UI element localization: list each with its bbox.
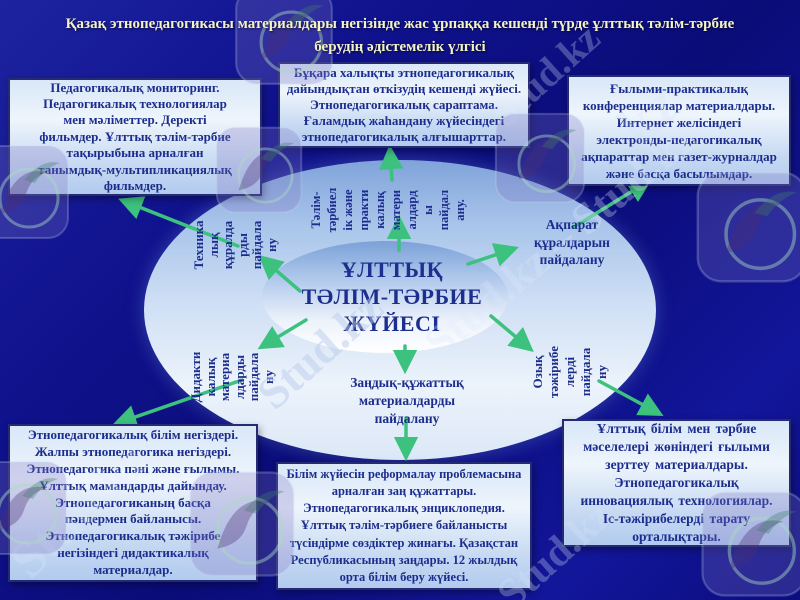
central-title-line1: ҰЛТТЫҚ [340, 257, 444, 282]
slide-title: Қазақ этнопедагогикасы материалдары негі… [65, 16, 735, 55]
label-didactic-materials: Дидакти калық материа лдарды пайдала ну [188, 351, 276, 403]
box-public-ethnopedagogical-training: Бұқара халықты этнопедагогикалық дайынды… [278, 62, 530, 148]
box-national-education-research: Ұлттық білім мен тәрбие мәселелері жөнін… [562, 419, 791, 547]
label-upbringing-materials: Тәлім- тәрбиел ік және практи калық мате… [309, 187, 467, 233]
central-title-line2: ТӘЛІМ-ТӘРБИЕ [301, 284, 483, 309]
central-system-title: ҰЛТТЫҚ ТӘЛІМ-ТӘРБИЕ ЖҮЙЕСІ [272, 256, 512, 337]
box-pedagogical-monitoring: Педагогикалық мониторинг. Педагогикалық … [8, 78, 262, 196]
label-best-practices: Озық тәжірибе лерді пайдала ну [530, 346, 609, 399]
central-title-line3: ЖҮЙЕСІ [343, 311, 441, 336]
label-technical-tools: Техника лық құралда рды пайдала ну [191, 220, 279, 270]
box-ethnopedagogical-knowledge-basics: Этнопедагогикалық білім негіздері. Жалпы… [8, 424, 258, 582]
label-legal-documents: Заңдық-құжаттық материалдарды пайдалану [350, 375, 464, 426]
label-information-media: Ақпарат құралдарын пайдалану [534, 217, 610, 267]
box-scientific-conference-materials: Ғылыми-практикалық конференциялар матери… [567, 75, 791, 186]
box-education-reform-legal-documents: Білім жүйесін реформалау проблемасына ар… [276, 462, 532, 590]
